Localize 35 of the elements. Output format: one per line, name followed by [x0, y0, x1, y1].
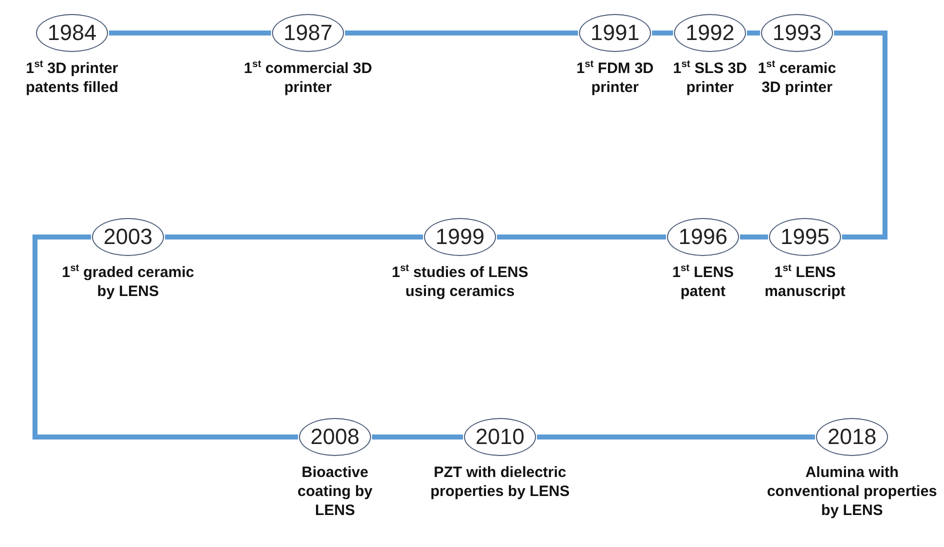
milestone-caption: 1$^{st}$ SLS 3D printer: [672, 59, 748, 97]
year-label: 1993: [772, 22, 822, 44]
milestone-caption: 1$^{st}$ commercial 3D printer: [242, 59, 374, 97]
milestone-caption: 1$^{st}$ LENS manuscript: [764, 263, 846, 301]
timeline-line: [834, 30, 888, 240]
milestone-caption: 1$^{st}$ graded ceramic by LENS: [60, 263, 196, 301]
year-label: 1999: [436, 226, 484, 248]
timeline-line: [497, 234, 666, 240]
milestone-caption: Bioactive coating by LENS: [296, 463, 374, 520]
year-label: 1995: [780, 226, 830, 248]
timeline-line: [372, 434, 463, 440]
milestone-caption: 1$^{st}$ LENS patent: [671, 263, 735, 301]
year-label: 1987: [284, 22, 332, 44]
year-label: 2003: [104, 226, 152, 248]
timeline-line: [747, 30, 760, 36]
year-label: 2018: [828, 426, 876, 448]
year-label: 1984: [48, 22, 96, 44]
milestone-caption: PZT with dielectric properties by LENS: [429, 463, 571, 501]
timeline-line: [165, 234, 423, 240]
year-label: 1991: [590, 22, 640, 44]
milestone-caption: 1$^{st}$ studies of LENS using ceramics: [390, 263, 530, 301]
timeline-line: [537, 434, 815, 440]
timeline-line: [109, 30, 271, 36]
year-label: 1996: [678, 226, 728, 248]
timeline-line: [345, 30, 578, 36]
year-label: 2010: [476, 426, 524, 448]
milestone-caption: 1$^{st}$ FDM 3D printer: [575, 59, 655, 97]
year-label: 1992: [686, 22, 734, 44]
milestone-caption: Alumina with conventional properties by LENS: [766, 463, 938, 520]
milestone-caption: 1$^{st}$ ceramic 3D printer: [756, 59, 838, 97]
timeline-line: [740, 234, 768, 240]
timeline-line: [652, 30, 673, 36]
year-label: 2008: [310, 426, 360, 448]
timeline-line: [32, 234, 298, 440]
milestone-caption: 1$^{st}$ 3D printer patents filled: [24, 59, 120, 97]
